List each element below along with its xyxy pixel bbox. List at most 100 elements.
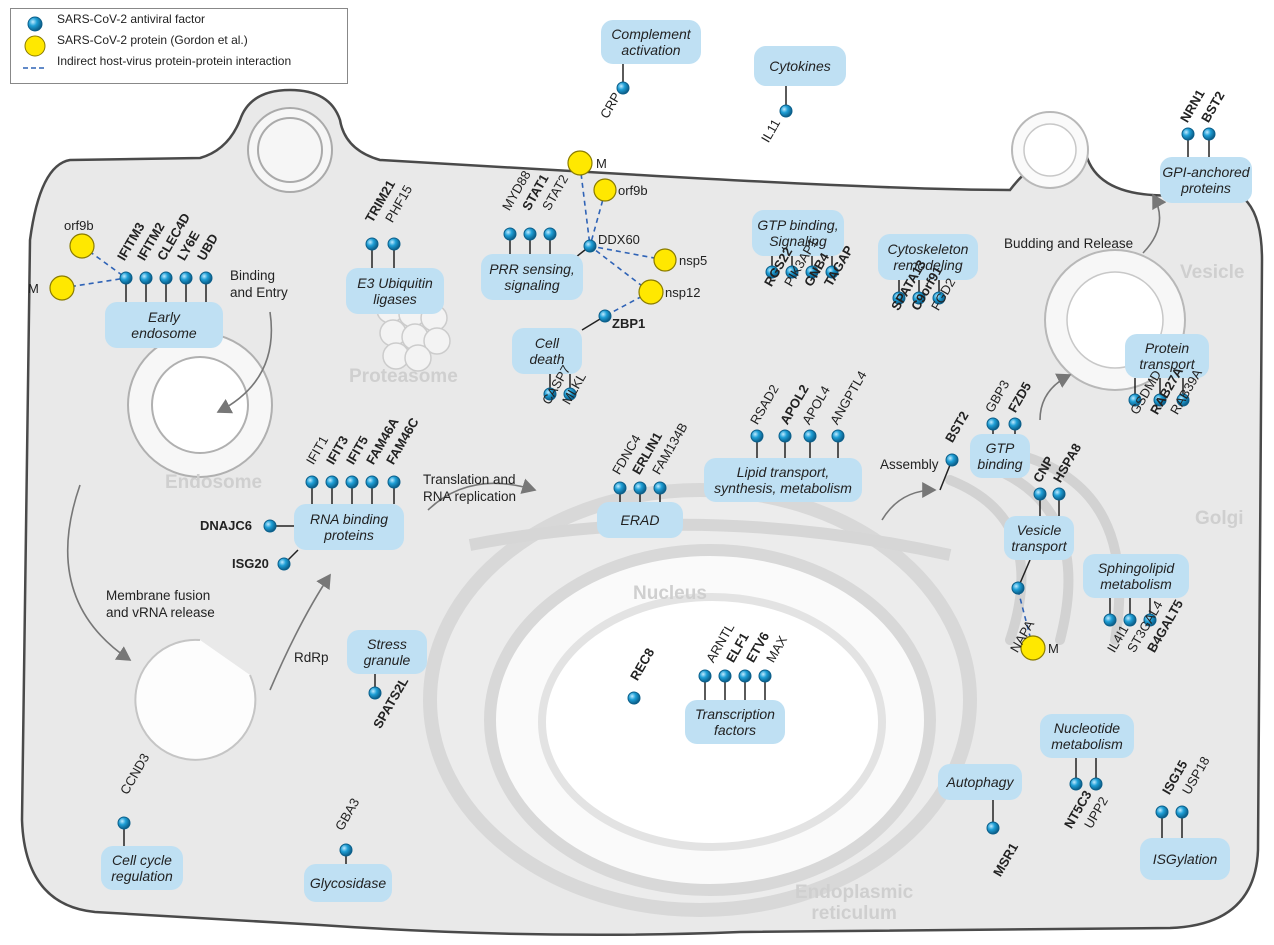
- marker-rgs22: [765, 265, 779, 279]
- stress-granule-line1: Stress: [367, 635, 407, 652]
- group-lipid-transport: Lipid transport,synthesis, metabolism: [704, 458, 862, 502]
- cell-cycle-line1: Cell cycle: [112, 851, 172, 868]
- marker-max: [758, 669, 772, 683]
- rna-binding-line2: proteins: [324, 527, 374, 543]
- cell-death-line2: death: [529, 351, 565, 367]
- golgi-label: Golgi: [1195, 508, 1244, 529]
- group-cytokines: Cytokines: [754, 46, 846, 86]
- marker-bst2-top: [1202, 127, 1216, 141]
- viral-protein-m-left: [49, 275, 75, 301]
- transcription-line1: Transcription: [695, 705, 775, 722]
- cytoskeleton-line2: remodeling: [893, 257, 963, 273]
- marker-trim21: [365, 237, 379, 251]
- gtp-binding-line1: GTP: [985, 439, 1015, 456]
- group-autophagy: Autophagy: [938, 764, 1022, 800]
- marker-cnp: [1033, 487, 1047, 501]
- factor-markers: [117, 81, 1216, 857]
- marker-bst2-mid: [945, 453, 959, 467]
- marker-upp2: [1089, 777, 1103, 791]
- viral-protein-orf9b-top: [593, 178, 617, 202]
- marker-phf15: [387, 237, 401, 251]
- group-isgylation: ISGylation: [1140, 838, 1230, 880]
- membrane-fusion-line2: and vRNA release: [106, 604, 215, 620]
- marker-nt5c3: [1069, 777, 1083, 791]
- marker-apol4: [803, 429, 817, 443]
- viral-protein-nsp5: [653, 248, 677, 272]
- marker-clec4d: [159, 271, 173, 285]
- lipid-line1: Lipid transport,: [736, 463, 830, 480]
- marker-rab27a: [1153, 393, 1167, 407]
- marker-msr1: [986, 821, 1000, 835]
- marker-usp18: [1175, 805, 1189, 819]
- legend: SARS-CoV-2 antiviral factor SARS-CoV-2 p…: [10, 8, 348, 84]
- marker-gba3: [339, 843, 353, 857]
- nucleus-label: Nucleus: [633, 583, 707, 604]
- marker-il4i1: [1103, 613, 1117, 627]
- endosome-label: Endosome: [165, 472, 263, 493]
- vesicle-transport-line2: transport: [1011, 538, 1067, 554]
- binding-entry-line2: and Entry: [230, 284, 288, 300]
- translation-line1: Translation and: [423, 472, 516, 487]
- marker-ifit5: [345, 475, 359, 489]
- marker-hspa8: [1052, 487, 1066, 501]
- marker-rab39a: [1176, 393, 1190, 407]
- marker-il11: [779, 104, 793, 118]
- membrane-fusion-line1: Membrane fusion: [106, 588, 211, 603]
- translation-line2: RNA replication: [423, 488, 517, 504]
- nsp12-label: nsp12: [665, 285, 701, 300]
- marker-ccnd3: [117, 816, 131, 830]
- marker-nrn1: [1181, 127, 1195, 141]
- complement-line1: Complement: [611, 25, 691, 42]
- factor-dnajc6: DNAJC6: [200, 518, 253, 533]
- cell-death-line1: Cell: [534, 334, 560, 351]
- marker-ifit3: [325, 475, 339, 489]
- marker-c9orf91: [912, 291, 926, 305]
- viral-protein-m-golgi: [1020, 635, 1046, 661]
- proteasome-label: Proteasome: [349, 366, 458, 387]
- sphingolipid-line2: metabolism: [1100, 576, 1172, 592]
- marker-ly6e: [179, 271, 193, 285]
- dashed-line-legend-icon: [23, 67, 47, 69]
- transcription-line2: factors: [713, 722, 756, 738]
- marker-spata13: [892, 291, 906, 305]
- marker-isg20: [277, 557, 291, 571]
- lipid-line2: synthesis, metabolism: [714, 480, 852, 496]
- viral-protein-orf9b-left: [69, 233, 95, 259]
- gpi-line2: proteins: [1181, 180, 1231, 196]
- stress-granule-line2: granule: [363, 652, 411, 668]
- marker-gsdmd: [1128, 393, 1142, 407]
- gpi-line1: GPI-anchored: [1162, 163, 1250, 180]
- marker-fam134b: [653, 481, 667, 495]
- marker-dnajc6: [263, 519, 277, 533]
- marker-fam46c: [387, 475, 401, 489]
- marker-arntl: [698, 669, 712, 683]
- cell-cycle-line2: regulation: [111, 868, 173, 884]
- marker-crp: [616, 81, 630, 95]
- er-label-line2: reticulum: [811, 902, 897, 924]
- binding-entry-line1: Binding: [230, 268, 276, 283]
- early-endosome-line1: Early: [148, 308, 180, 325]
- marker-zbp1: [598, 309, 612, 323]
- marker-gbp3: [986, 417, 1000, 431]
- legend-indirect-label: Indirect host-virus protein-protein inte…: [57, 54, 292, 68]
- marker-ddx60: [583, 239, 597, 253]
- nucleotide-line1: Nucleotide: [1053, 719, 1121, 736]
- nucleotide-line2: metabolism: [1051, 736, 1123, 752]
- marker-pik3ap1: [785, 265, 799, 279]
- marker-angptl4: [831, 429, 845, 443]
- e3-line1: E3 Ubiquitin: [357, 274, 433, 291]
- marker-apol2: [778, 429, 792, 443]
- endosome-organelle: [127, 332, 273, 478]
- viral-protein-legend-icon: [24, 35, 46, 57]
- marker-fam46a: [365, 475, 379, 489]
